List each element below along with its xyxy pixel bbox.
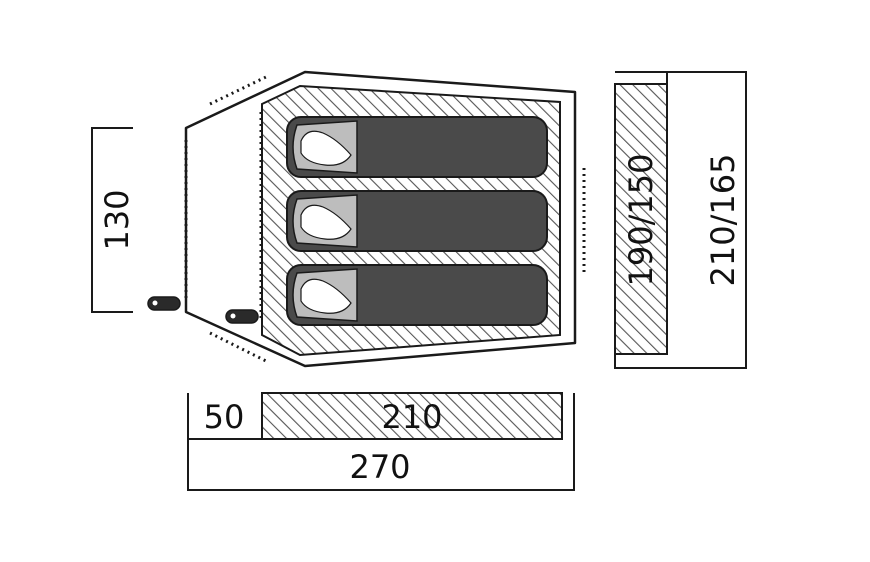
total-length-box [187, 393, 575, 491]
outer-width-label: 210/165 [704, 154, 742, 287]
vestibule-depth-label: 50 [204, 398, 245, 436]
outer-width-box [614, 71, 747, 369]
sleeping-bag [286, 116, 548, 178]
vestibule-width-bracket [91, 127, 133, 313]
pole-end-inner [225, 309, 259, 324]
sleeping-bags [286, 116, 548, 326]
sleeping-bag [286, 264, 548, 326]
vestibule-width-label: 130 [98, 189, 136, 250]
door-zipper-outer [184, 74, 269, 364]
inner-length-box [261, 392, 563, 440]
inner-length-label: 210 [381, 398, 442, 436]
inner-width-box [614, 71, 668, 355]
pole-end-outer [147, 296, 181, 311]
total-length-label: 270 [349, 448, 410, 486]
sleeping-bag [286, 190, 548, 252]
inner-width-label: 190/150 [622, 154, 660, 287]
